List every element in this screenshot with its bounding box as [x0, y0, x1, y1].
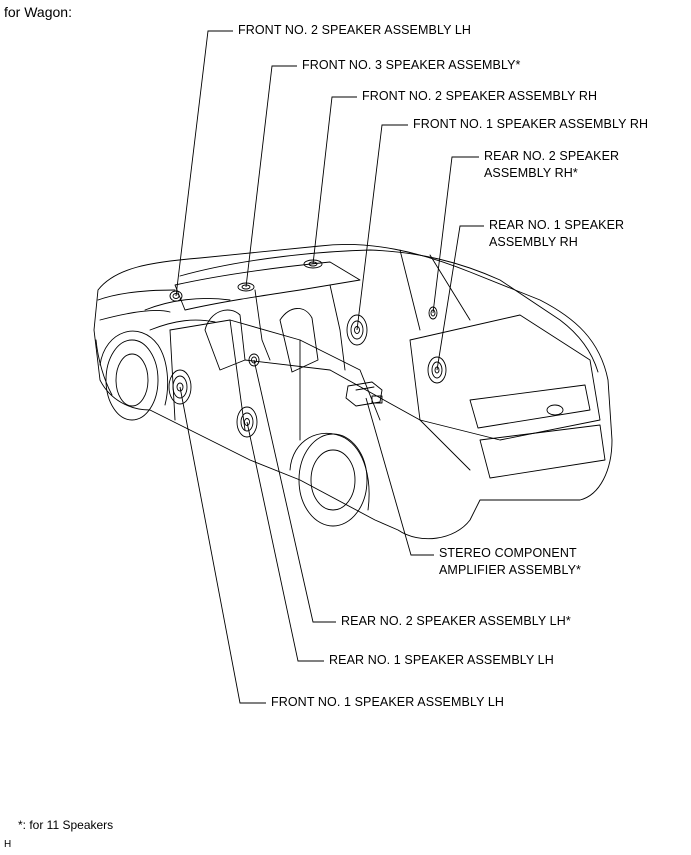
leader-amplifier [365, 397, 434, 556]
leader-front-no1-rh [356, 124, 408, 331]
leader-rear-no2-rh [432, 156, 479, 314]
speaker-rear-no2-lh [248, 353, 260, 367]
leader-rear-no2-lh [253, 359, 336, 623]
label-rear-no1-speaker-rh-line1: REAR NO. 1 SPEAKER [489, 218, 625, 232]
label-front-no3-speaker: FRONT NO. 3 SPEAKER ASSEMBLY* [302, 58, 521, 72]
label-stereo-amplifier: STEREO COMPONENT AMPLIFIER ASSEMBLY* [439, 545, 581, 579]
leader-rear-no1-lh [246, 421, 324, 662]
label-rear-no2-speaker-lh: REAR NO. 2 SPEAKER ASSEMBLY LH* [341, 614, 571, 628]
speaker-rear-no1-rh [427, 356, 447, 384]
label-rear-no2-speaker-rh-line1: REAR NO. 2 SPEAKER [484, 149, 620, 163]
label-front-no2-speaker-lh: FRONT NO. 2 SPEAKER ASSEMBLY LH [238, 23, 472, 37]
speaker-front-no1-lh [168, 369, 192, 405]
label-rear-no2-speaker-rh-line2: ASSEMBLY RH* [484, 166, 578, 180]
leader-front-no2-lh [175, 30, 233, 297]
figure-code: H [4, 839, 12, 850]
label-rear-no1-speaker-rh: REAR NO. 1 SPEAKER ASSEMBLY RH [489, 217, 624, 251]
car-body-outline [93, 244, 613, 540]
leader-lines [175, 30, 484, 704]
page-title: for Wagon: [4, 4, 72, 20]
amplifier-unit [345, 381, 383, 407]
label-stereo-amplifier-line1: STEREO COMPONENT [439, 546, 577, 560]
leader-front-no1-lh [179, 386, 266, 704]
leader-front-no3 [245, 65, 297, 288]
label-rear-no2-speaker-rh: REAR NO. 2 SPEAKER ASSEMBLY RH* [484, 148, 619, 182]
leader-rear-no1-rh [436, 225, 484, 371]
label-front-no2-speaker-rh: FRONT NO. 2 SPEAKER ASSEMBLY RH [362, 89, 598, 103]
leader-front-no2-rh [312, 96, 357, 265]
label-front-no1-speaker-lh: FRONT NO. 1 SPEAKER ASSEMBLY LH [271, 695, 505, 709]
label-stereo-amplifier-line2: AMPLIFIER ASSEMBLY* [439, 563, 581, 577]
label-rear-no1-speaker-lh: REAR NO. 1 SPEAKER ASSEMBLY LH [329, 653, 554, 667]
label-rear-no1-speaker-rh-line2: ASSEMBLY RH [489, 235, 578, 249]
footnote: *: for 11 Speakers [18, 818, 114, 832]
speaker-rear-no1-lh [236, 406, 258, 438]
label-front-no1-speaker-rh: FRONT NO. 1 SPEAKER ASSEMBLY RH [413, 117, 649, 131]
